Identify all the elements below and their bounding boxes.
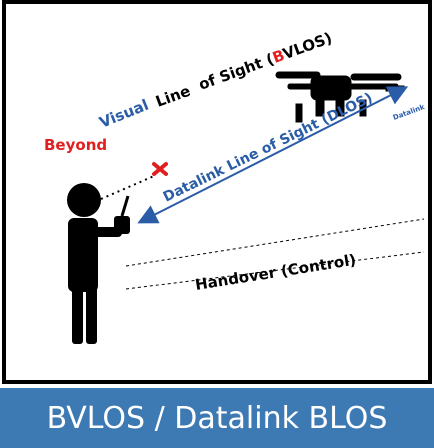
datalink-partial-label: Datalink	[392, 103, 426, 122]
dlos-arrow	[137, 86, 409, 224]
bvlos-line-text: Line	[153, 82, 193, 111]
visual-dotted-line	[100, 175, 155, 200]
handover-line-upper	[125, 218, 425, 267]
handover-label: Handover (Control)	[194, 251, 358, 294]
bvlos-label: Beyond	[44, 136, 107, 154]
dlos-label: Datalink Line of Sight (DLOS)	[161, 90, 376, 206]
title-banner: BVLOS / Datalink BLOS	[0, 388, 434, 448]
handover-line-lower	[125, 251, 425, 290]
bvlos-beyond-text: Beyond	[44, 136, 107, 154]
lost-link-x-icon	[152, 162, 168, 176]
scene-panel: Beyond Visual Line of Sight (BVLOS) Data…	[2, 0, 432, 384]
operator-icon	[67, 183, 130, 344]
scene-svg: Beyond Visual Line of Sight (BVLOS) Data…	[44, 29, 426, 344]
banner-title: BVLOS / Datalink BLOS	[46, 400, 388, 436]
bvlos-visual-text: Visual	[97, 96, 151, 132]
